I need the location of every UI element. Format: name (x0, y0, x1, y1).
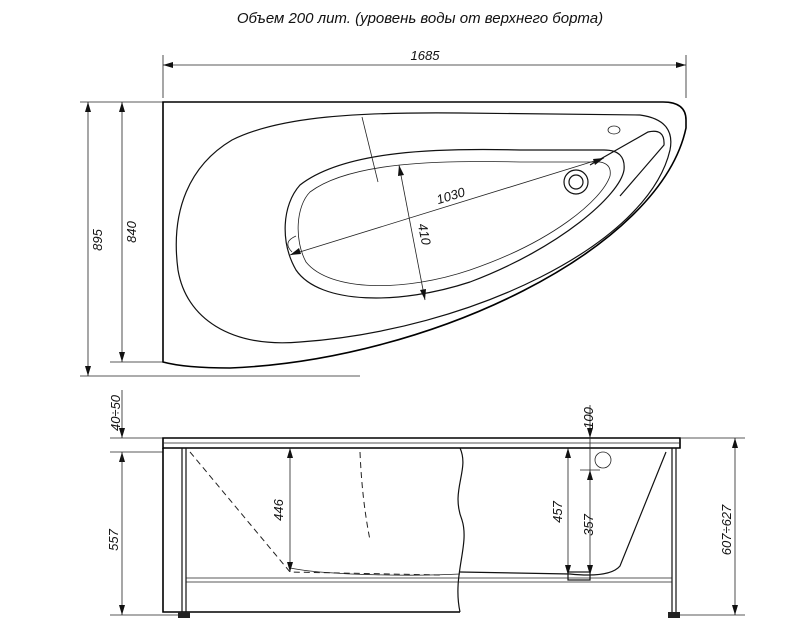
front-panel (162, 448, 460, 613)
basin-width-dimension-line (398, 164, 426, 301)
arrow-head (676, 62, 686, 68)
arrow-head (85, 102, 91, 112)
overall-width-label: 895 (90, 228, 105, 250)
water-depth-label: 357 (581, 513, 596, 535)
arrow-head (732, 605, 738, 615)
arrow-head (398, 165, 404, 176)
wall-width-label: 840 (124, 220, 139, 242)
overall-length-label: 1685 (411, 48, 441, 63)
arrow-head (85, 366, 91, 376)
arrow-head (593, 158, 604, 165)
volume-caption: Объем 200 лит. (уровень воды от верхнего… (237, 10, 603, 27)
arrow-head (732, 438, 738, 448)
rim-section-line (361, 116, 379, 183)
depth-right-label: 457 (550, 500, 565, 522)
depth-left-label: 446 (271, 498, 286, 520)
arrow-head (420, 289, 426, 300)
basin-length-dimension-line (289, 157, 605, 256)
basin-outline (284, 148, 625, 299)
basin-end-cap (287, 235, 297, 253)
arrow-head (119, 605, 125, 615)
overflow-hole (607, 125, 621, 135)
foot-left (178, 612, 190, 618)
arrow-head (287, 448, 293, 458)
basin-bottom (289, 567, 461, 576)
tub-inner-rim (175, 112, 672, 344)
height-label: 557 (106, 528, 121, 550)
basin-length-label: 1030 (435, 184, 468, 207)
arrow-head (290, 248, 301, 255)
arrow-head (587, 565, 593, 575)
arrow-head (565, 565, 571, 575)
basin-profile (459, 451, 667, 576)
drain-inner-circle (568, 174, 584, 190)
drain-fitting (567, 571, 591, 581)
rim-to-water-label: 100 (581, 406, 596, 428)
total-height-label: 607÷627 (719, 504, 734, 555)
plan-view: 1685 895 840 1030 (80, 48, 687, 377)
break-line (457, 447, 465, 613)
basin-width-label: 410 (415, 222, 434, 247)
arrow-head (163, 62, 173, 68)
arrow-head (119, 352, 125, 362)
arrow-head (587, 428, 593, 438)
overflow-fitting (594, 451, 612, 469)
basin-inner-line (297, 161, 611, 286)
hidden-basin-left (189, 451, 441, 576)
arrow-head (119, 428, 125, 438)
arrow-head (565, 448, 571, 458)
arrow-head (587, 470, 593, 480)
foot-right (668, 612, 680, 618)
arrow-head (287, 562, 293, 572)
hidden-basin-curve (359, 451, 371, 541)
drain-outer-circle (563, 169, 589, 195)
overflow-channel (589, 130, 665, 197)
side-view: 40÷50 557 446 (106, 390, 745, 618)
tub-outer-outline (162, 101, 687, 369)
tub-rim (162, 437, 681, 449)
rim-thickness-label: 40÷50 (108, 394, 123, 431)
arrow-head (119, 102, 125, 112)
